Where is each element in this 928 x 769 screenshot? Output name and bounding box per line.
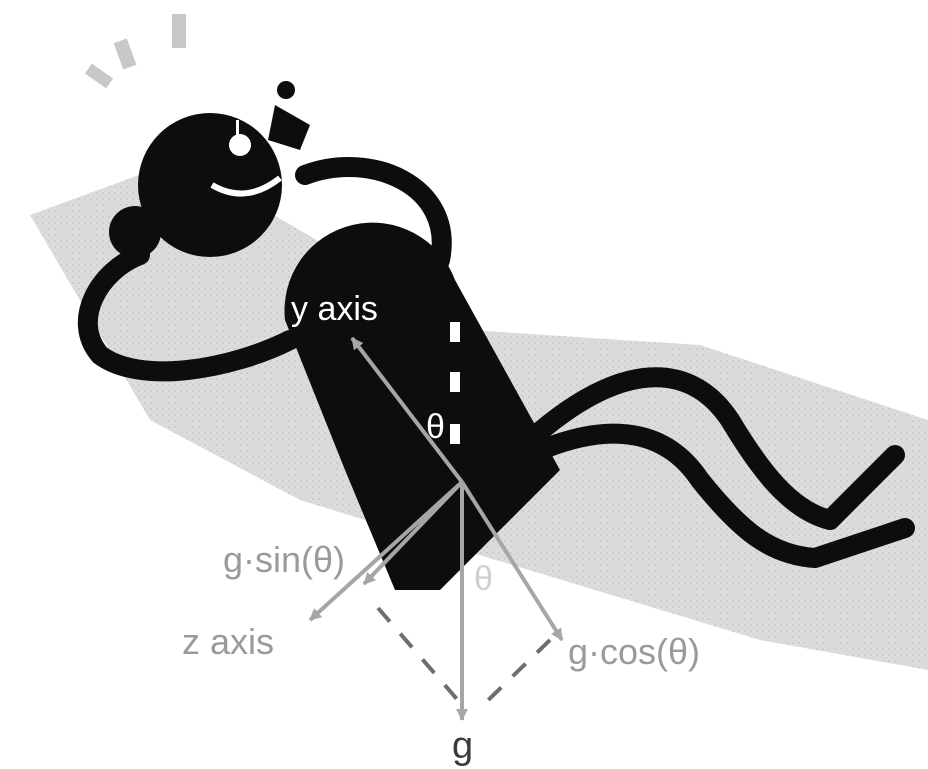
theta-lower-label: θ [474,560,493,598]
y-axis-label: y axis [291,290,378,328]
legs [490,367,915,568]
theta-upper-label: θ [426,408,445,446]
g-sin-arrow [362,480,464,586]
g-cos-label: g·cos(θ) [568,631,700,672]
g-cos-arrow [460,480,564,642]
y-axis-arrow [350,336,464,484]
projection-dashes [376,606,552,712]
g-label: g [452,725,473,767]
torso [284,222,560,590]
g-sin-label: g·sin(θ) [223,539,345,580]
head [109,81,310,258]
z-axis-label: z axis [182,621,274,662]
motion-marks [84,14,186,89]
z-axis-arrow [308,480,464,622]
